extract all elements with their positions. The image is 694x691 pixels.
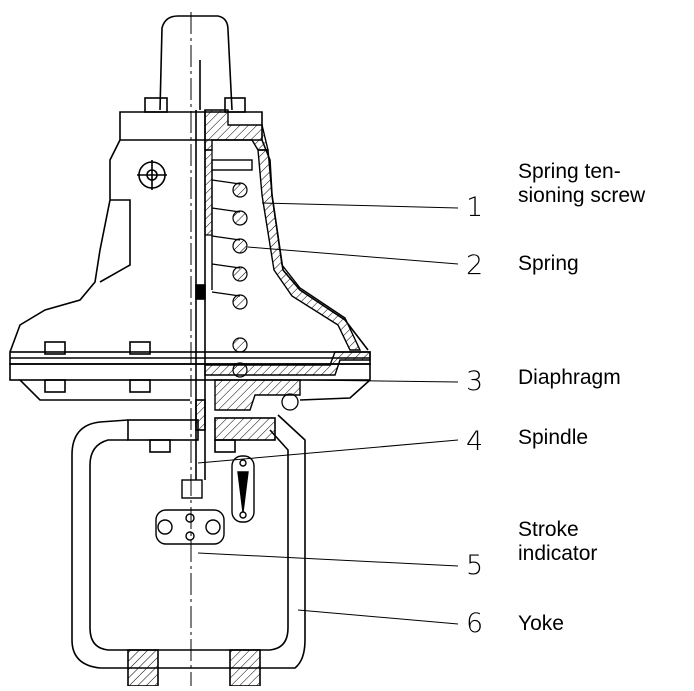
leader-3	[299, 379, 459, 383]
callout-label-5-line1: Stroke	[518, 518, 579, 541]
leader-5	[197, 552, 459, 567]
leader-2	[247, 246, 459, 265]
leader-lines	[197, 202, 459, 625]
spring-tensioning-screw	[211, 159, 253, 290]
spring-housing	[9, 139, 369, 353]
diaphragm-flange	[9, 341, 371, 401]
spring-coils	[211, 179, 248, 378]
callout-label-4: Spindle	[518, 426, 589, 449]
leader-1	[261, 202, 459, 209]
yoke-bottom-left	[127, 649, 159, 687]
callout-number-4: 4	[466, 426, 484, 457]
spindle	[195, 110, 206, 480]
callout-number-2: 2	[466, 250, 484, 281]
callout-label-5-line2: indicator	[518, 542, 598, 565]
callout-number-3: 3	[466, 366, 484, 397]
diaphragm-plate	[204, 351, 371, 411]
callout-number-6: 6	[466, 608, 484, 639]
callout-label-5: Stroke indicator	[518, 518, 597, 566]
stroke-indicator	[155, 455, 255, 545]
yoke-bottom-right	[229, 649, 261, 687]
callout-number-5: 5	[466, 550, 484, 581]
housing-section	[204, 109, 362, 351]
callout-number-1: 1	[466, 192, 484, 223]
leader-6	[297, 609, 459, 625]
callout-label-2: Spring	[518, 252, 579, 275]
callout-label-3: Diaphragm	[518, 366, 621, 389]
callout-label-1-line2: sioning screw	[518, 184, 646, 207]
leader-4	[197, 439, 459, 464]
yoke	[71, 414, 306, 687]
callout-label-1: Spring ten- sioning screw	[518, 160, 645, 208]
callout-label-1-line1: Spring ten-	[518, 160, 621, 183]
callout-label-6: Yoke	[518, 612, 564, 635]
